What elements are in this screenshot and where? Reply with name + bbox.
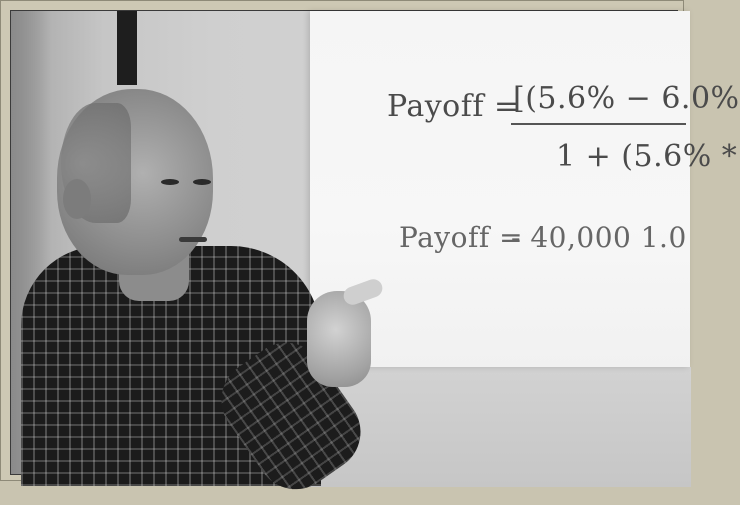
presenter-hand bbox=[307, 291, 371, 387]
formula2-value: - 40,000 1.0 bbox=[511, 221, 687, 254]
presenter-ear bbox=[63, 179, 91, 219]
fraction-bar bbox=[511, 123, 686, 125]
projector-pole bbox=[117, 11, 137, 85]
formula1-numerator: [(5.6% − 6.0% bbox=[513, 81, 740, 116]
photo: Payoff = [(5.6% − 6.0% 1 + (5.6% * Payof… bbox=[10, 10, 739, 505]
screen-bottom-area bbox=[301, 367, 691, 487]
formula2-label: Payoff = bbox=[399, 221, 524, 254]
presenter-eye-right bbox=[193, 179, 211, 185]
presenter-mouth bbox=[179, 237, 207, 242]
formula1-label: Payoff = bbox=[387, 89, 520, 124]
presenter-eye-left bbox=[161, 179, 179, 185]
presenter bbox=[11, 11, 677, 505]
projection-screen bbox=[310, 11, 690, 367]
formula1-denominator: 1 + (5.6% * bbox=[556, 139, 738, 174]
